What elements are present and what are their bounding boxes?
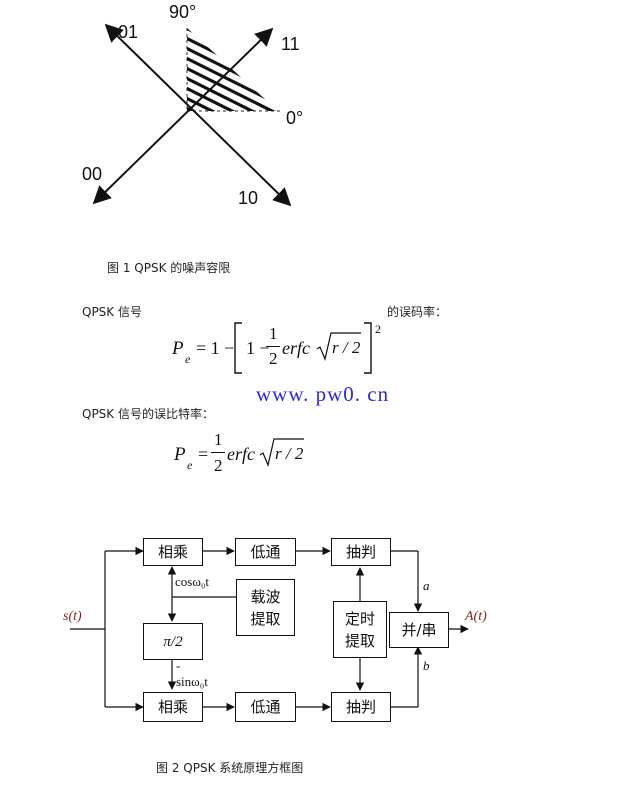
watermark-text: www. pw0. cn (256, 382, 390, 406)
formula-bit-error-rate: P e = 1 2 erfc r / 2 (174, 428, 314, 484)
figure-2-caption: 图 2 QPSK 系统原理方框图 (156, 761, 304, 775)
decision-bottom-block: 抽判 (331, 692, 391, 722)
axis-00-11 (92, 27, 274, 205)
formula2-sqrt (259, 438, 304, 467)
lowpass-top-block: 低通 (235, 538, 296, 566)
formula1-frac-num: 1 (269, 324, 278, 343)
formula1-frac-bar (266, 346, 280, 347)
formula1-lhs: P (172, 338, 184, 359)
formula1-one: 1 − (246, 338, 270, 358)
label-quadrant-01: 01 (118, 22, 139, 42)
phase-shift-block: π/2 (143, 623, 203, 660)
formula1-power: 2 (375, 322, 381, 336)
output-signal-label: A(t) (465, 609, 487, 624)
ser-label-text: 的误码率： (387, 305, 448, 319)
formula1-eq-one: = 1 − (196, 338, 235, 358)
formula1-left-bracket (234, 322, 242, 374)
formula2-lhs: P (174, 444, 186, 465)
figure-1-diagram (92, 23, 292, 207)
cos-carrier-label: cosω₀t (175, 574, 210, 589)
axis-01-10 (104, 23, 292, 207)
multiplier-top-block: 相乘 (143, 538, 203, 566)
formula1-radicand: r / 2 (332, 338, 361, 357)
formula2-frac-den: 2 (214, 456, 223, 475)
formula1-right-bracket (364, 322, 372, 374)
formula1-lhs-sub: e (185, 352, 191, 366)
label-quadrant-11: 11 (281, 34, 300, 54)
lowpass-bottom-block: 低通 (235, 692, 296, 722)
parallel-serial-block: 并/串 (389, 612, 449, 648)
noise-margin-hatch (187, 28, 278, 111)
carrier-recovery-block: 载波 提取 (236, 579, 295, 636)
branch-a-label: a (423, 578, 430, 593)
decision-top-block: 抽判 (331, 538, 391, 566)
minus-sign-label: - (176, 658, 181, 673)
formula2-eq: = (198, 444, 209, 464)
label-quadrant-10: 10 (238, 188, 259, 208)
formula-symbol-error-rate: P e = 1 − 1 − 1 2 erfc r / 2 2 (172, 322, 392, 382)
figure-1-caption: 图 1 QPSK 的噪声容限 (107, 261, 231, 275)
label-quadrant-00: 00 (82, 164, 103, 184)
formula1-erfc: erfc (282, 338, 310, 358)
qpsk-signal-text: QPSK 信号 (82, 305, 142, 319)
ber-label: QPSK 信号的误比特率： (82, 407, 214, 421)
formula2-erfc: erfc (227, 444, 255, 464)
label-0-degree: 0° (286, 108, 304, 128)
timing-recovery-block: 定时 提取 (333, 601, 387, 658)
formula2-lhs-sub: e (187, 458, 193, 472)
branch-b-label: b (423, 658, 430, 673)
formula2-frac-bar (211, 452, 225, 453)
figure-2-wiring (70, 546, 469, 712)
sin-carrier-label: sinω₀t (176, 674, 208, 689)
label-90-degree: 90° (169, 2, 197, 22)
input-signal-label: s(t) (63, 609, 82, 624)
formula2-frac-num: 1 (214, 430, 223, 449)
formula1-frac-den: 2 (269, 349, 278, 368)
formula2-radicand: r / 2 (275, 444, 304, 463)
formula1-sqrt (316, 332, 361, 361)
multiplier-bottom-block: 相乘 (143, 692, 203, 722)
